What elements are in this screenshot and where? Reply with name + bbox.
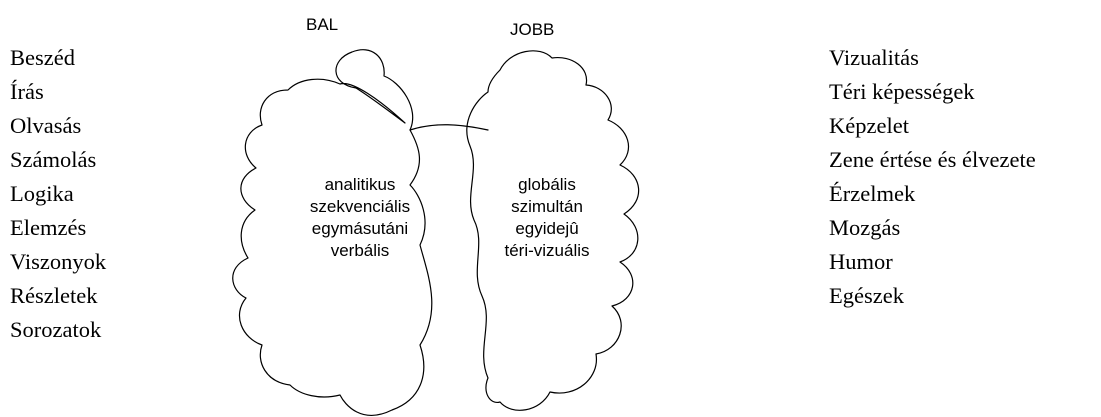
right-function-item: Mozgás <box>829 215 901 240</box>
left-function-item: Viszonyok <box>10 249 107 274</box>
right-trait: egyidejû <box>515 219 579 238</box>
hemisphere-connector <box>409 124 489 131</box>
right-function-item: Egészek <box>829 283 904 308</box>
left-hemisphere-outline <box>232 49 433 416</box>
left-function-item: Logika <box>10 181 74 206</box>
right-function-item: Vizualitás <box>829 45 919 70</box>
left-trait: verbális <box>330 241 390 260</box>
right-function-item: Téri képességek <box>829 79 975 104</box>
right-hemisphere-traits: globális szimultán egyidejû téri-vizuáli… <box>472 174 622 262</box>
right-hemisphere-functions-list: Vizualitás Téri képességek Képzelet Zene… <box>829 41 1036 313</box>
left-function-item: Olvasás <box>10 113 82 138</box>
left-function-item: Írás <box>10 79 44 104</box>
left-hemisphere-label: BAL <box>306 15 339 34</box>
left-function-item: Elemzés <box>10 215 87 240</box>
right-function-item: Humor <box>829 249 893 274</box>
left-function-item: Számolás <box>10 147 97 172</box>
left-trait: szekvenciális <box>309 197 411 216</box>
right-trait: globális <box>518 175 576 194</box>
left-function-item: Sorozatok <box>10 317 102 342</box>
right-trait: szimultán <box>511 197 583 216</box>
left-trait: analitikus <box>324 175 396 194</box>
left-function-item: Beszéd <box>10 45 75 70</box>
left-function-item: Részletek <box>10 283 98 308</box>
right-hemisphere-label: JOBB <box>510 20 555 39</box>
right-function-item: Zene értése és élvezete <box>829 147 1036 172</box>
left-trait: egymásutáni <box>311 219 409 238</box>
right-hemisphere-outline <box>466 50 640 411</box>
right-function-item: Érzelmek <box>829 181 916 206</box>
left-hemisphere-traits: analitikus szekvenciális egymásutáni ver… <box>270 174 450 262</box>
right-function-item: Képzelet <box>829 113 909 138</box>
right-trait: téri-vizuális <box>504 241 590 260</box>
left-hemisphere-functions-list: Beszéd Írás Olvasás Számolás Logika Elem… <box>10 41 106 347</box>
